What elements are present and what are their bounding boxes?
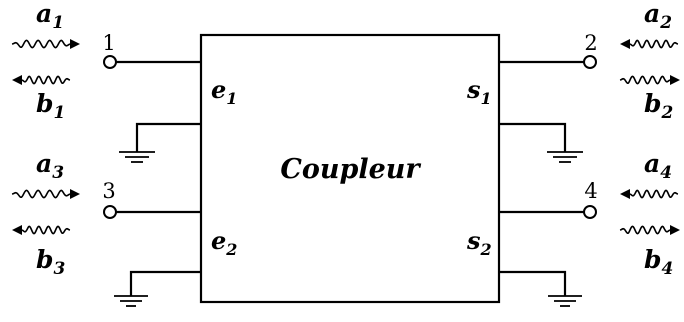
- label-s1: s1: [466, 75, 492, 108]
- port-1-terminal: [103, 55, 117, 69]
- wave-arrow-a1: [11, 39, 80, 49]
- ground-s2-icon: [548, 295, 582, 307]
- ground-e1-icon: [119, 151, 155, 163]
- ground-e1: [119, 122, 201, 163]
- wave-arrows: [11, 39, 680, 235]
- wave-label-b2: b2: [644, 89, 673, 123]
- ground-s2: [499, 270, 582, 307]
- ground-s1: [499, 122, 583, 163]
- label-s2: s2: [466, 226, 492, 259]
- port-2-terminal: [583, 55, 597, 69]
- wave-label-a4: a4: [644, 149, 672, 183]
- ground-e2-icon: [114, 295, 148, 307]
- coupler-box: [199, 33, 501, 304]
- wave-arrow-b2: [619, 75, 680, 85]
- wave-arrow-b4: [619, 225, 680, 235]
- ground-s2-wire: [499, 270, 567, 296]
- port-4-number: 4: [584, 179, 597, 203]
- wave-label-b1: b1: [36, 89, 65, 123]
- label-e1: e1: [211, 75, 237, 108]
- wave-arrow-a4: [620, 189, 679, 199]
- port-4-terminal: [583, 205, 597, 219]
- ground-s1-icon: [547, 151, 583, 163]
- ground-e2: [114, 270, 201, 307]
- wave-arrow-b3: [12, 225, 71, 235]
- port-2: 2: [499, 31, 598, 69]
- wave-arrow-a2: [620, 39, 679, 49]
- port-4: 4: [499, 179, 598, 219]
- wave-label-a3: a3: [36, 149, 64, 183]
- wave-label-b3: b3: [36, 245, 65, 279]
- wave-arrow-b1: [12, 75, 71, 85]
- port-3-number: 3: [102, 179, 115, 203]
- ground-e1-wire: [135, 122, 201, 152]
- wave-arrow-a3: [11, 189, 80, 199]
- wave-label-a1: a1: [36, 0, 64, 33]
- port-2-number: 2: [584, 31, 597, 55]
- coupler-title: Coupleur: [280, 154, 421, 185]
- wave-label-a2: a2: [644, 0, 672, 33]
- label-e2: e2: [211, 226, 237, 259]
- ground-s1-wire: [499, 122, 567, 152]
- port-1-number: 1: [102, 31, 115, 55]
- wave-label-b4: b4: [644, 245, 673, 279]
- port-3-terminal: [103, 205, 117, 219]
- port-1: 1: [102, 31, 201, 69]
- ground-e2-wire: [129, 270, 201, 296]
- port-3: 3: [102, 179, 201, 219]
